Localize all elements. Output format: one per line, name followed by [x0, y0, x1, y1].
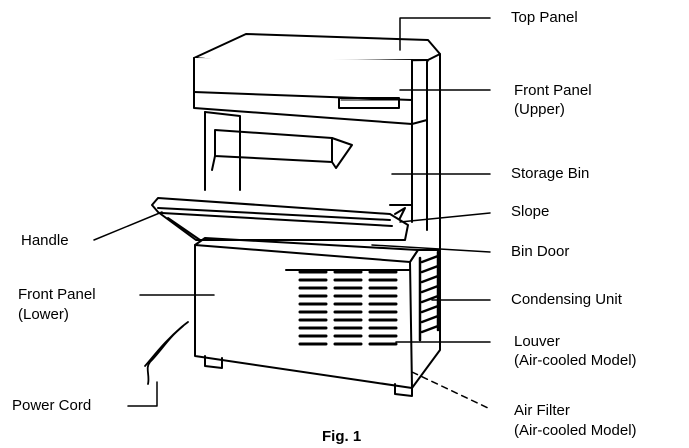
- label-air-filter-1: Air Filter: [514, 402, 570, 419]
- louver-grille: [298, 270, 398, 346]
- label-bin-door: Bin Door: [511, 243, 570, 260]
- power-cord-shape: [144, 321, 189, 385]
- label-air-filter-2: (Air-cooled Model): [514, 422, 637, 439]
- label-power-cord: Power Cord: [12, 397, 92, 414]
- label-front-panel-upper-1: Front Panel: [514, 82, 592, 99]
- condensing-unit-grille: [418, 250, 440, 342]
- leader-bin-door: [371, 244, 491, 253]
- storage-bin-shape: [204, 111, 413, 223]
- label-condensing-unit: Condensing Unit: [511, 291, 622, 308]
- label-handle: Handle: [21, 232, 69, 249]
- label-front-panel-lower-2: (Lower): [18, 306, 69, 323]
- bin-door-shape: [151, 197, 409, 241]
- leader-air-filter: [411, 371, 489, 409]
- label-storage-bin: Storage Bin: [511, 165, 590, 182]
- feet-shape: [204, 355, 413, 397]
- leader-power-cord: [127, 381, 158, 407]
- label-louver-2: (Air-cooled Model): [514, 352, 637, 369]
- label-top-panel: Top Panel: [511, 9, 578, 26]
- leader-handle: [93, 211, 163, 241]
- leader-lines: [93, 17, 491, 409]
- leader-top-panel: [399, 17, 491, 51]
- front-panel-upper-shape: [193, 57, 429, 125]
- label-front-panel-upper-2: (Upper): [514, 101, 565, 118]
- label-slope: Slope: [511, 203, 550, 220]
- figure-caption: Fig. 1: [322, 428, 362, 445]
- label-louver-1: Louver: [514, 333, 560, 350]
- leader-slope: [399, 212, 491, 223]
- label-front-panel-lower-1: Front Panel: [18, 286, 96, 303]
